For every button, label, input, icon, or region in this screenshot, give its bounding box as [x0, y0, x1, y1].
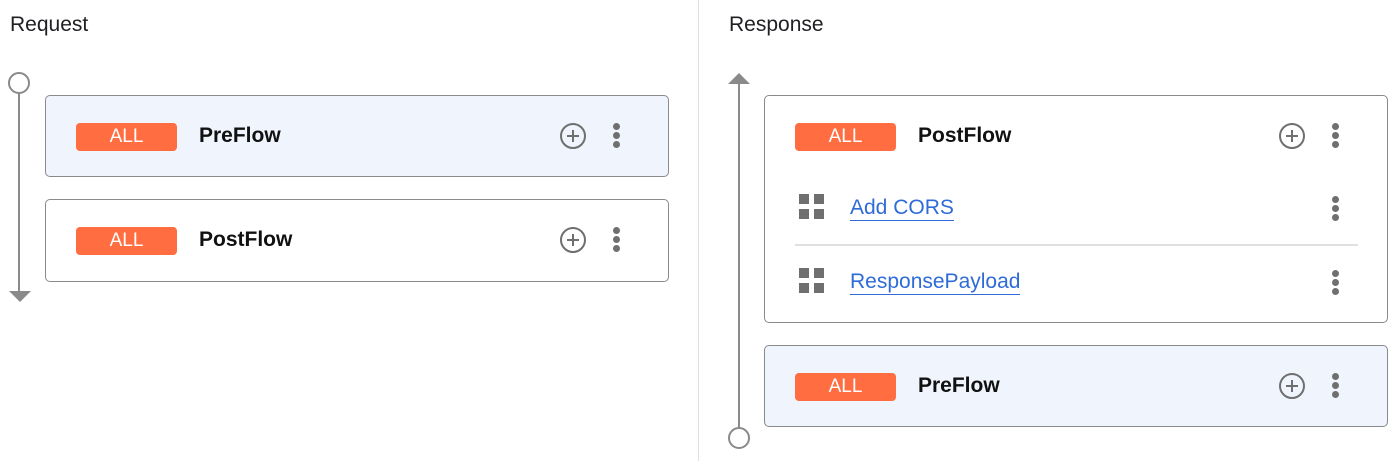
- request-timeline: [18, 92, 20, 292]
- request-title: Request: [10, 13, 89, 36]
- add-step-icon[interactable]: [560, 227, 586, 253]
- more-menu-icon[interactable]: [613, 123, 621, 149]
- add-step-icon[interactable]: [1279, 373, 1305, 399]
- response-title: Response: [729, 13, 824, 36]
- flow-name: PreFlow: [199, 124, 281, 147]
- more-menu-icon[interactable]: [1332, 123, 1340, 149]
- step-more-menu-icon[interactable]: [1332, 270, 1340, 296]
- method-badge: ALL: [76, 227, 177, 255]
- response-flow-postflow[interactable]: ALL PostFlow Add CORS ResponsePayload: [764, 95, 1388, 323]
- add-step-icon[interactable]: [1279, 123, 1305, 149]
- request-flow-postflow[interactable]: ALL PostFlow: [45, 199, 669, 282]
- step-separator: [795, 244, 1358, 246]
- step-link-add-cors[interactable]: Add CORS: [850, 196, 954, 221]
- policy-icon: [799, 194, 825, 220]
- add-step-icon[interactable]: [560, 123, 586, 149]
- flow-name: PostFlow: [199, 228, 293, 251]
- more-menu-icon[interactable]: [1332, 373, 1340, 399]
- flow-name: PreFlow: [918, 374, 1000, 397]
- method-badge: ALL: [795, 123, 896, 151]
- arrow-down-icon: [9, 291, 31, 302]
- method-badge: ALL: [76, 123, 177, 151]
- panel-divider: [698, 0, 699, 461]
- timeline-start-icon: [8, 72, 30, 94]
- request-flow-preflow[interactable]: ALL PreFlow: [45, 95, 669, 177]
- more-menu-icon[interactable]: [613, 227, 621, 253]
- method-badge: ALL: [795, 373, 896, 401]
- step-more-menu-icon[interactable]: [1332, 196, 1340, 222]
- step-link-response-payload[interactable]: ResponsePayload: [850, 270, 1021, 295]
- timeline-start-icon: [728, 427, 750, 449]
- policy-icon: [799, 268, 825, 294]
- response-timeline: [738, 83, 740, 429]
- arrow-up-icon: [728, 73, 750, 84]
- flow-name: PostFlow: [918, 124, 1012, 147]
- response-flow-preflow[interactable]: ALL PreFlow: [764, 345, 1388, 427]
